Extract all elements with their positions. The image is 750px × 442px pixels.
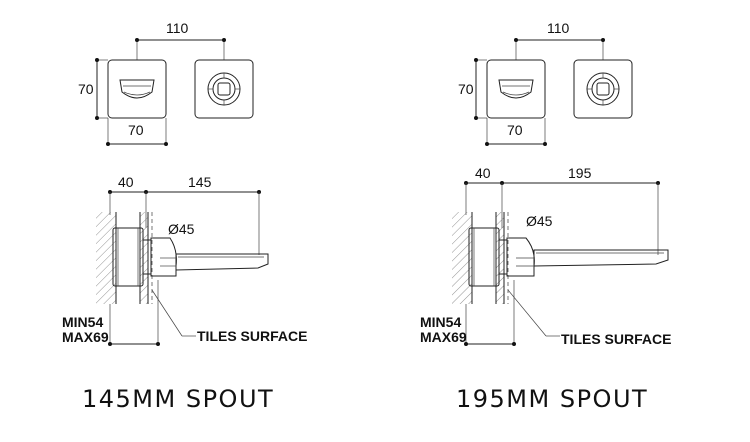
escutcheon — [150, 237, 177, 277]
dim-max: MAX69 — [62, 329, 109, 345]
drawing-145mm: 110 70 — [62, 20, 307, 413]
top-view-195: 110 70 70 — [458, 20, 633, 146]
caption-195: 195MM SPOUT — [456, 385, 648, 413]
dim-min: MIN54 — [62, 314, 103, 330]
spout-plate — [486, 59, 546, 119]
dim-wall-depth: 40 — [475, 165, 491, 181]
caption-145: 145MM SPOUT — [82, 385, 274, 413]
drawing-195mm: 110 70 70 — [420, 20, 671, 413]
mixer-body — [112, 227, 144, 287]
dim-plate-spacing: 110 — [166, 20, 189, 36]
label-tiles-surface: TILES SURFACE — [561, 331, 671, 347]
dim-wall-depth: 40 — [118, 174, 134, 190]
spout-outlet-icon — [498, 79, 534, 99]
spout-outlet-icon — [119, 79, 155, 99]
dim-plate-width: 70 — [128, 122, 144, 138]
dim-diameter: Ø45 — [526, 213, 553, 229]
spout-side — [533, 249, 669, 267]
dim-min: MIN54 — [420, 314, 461, 330]
dim-spout-length: 195 — [568, 165, 592, 181]
dim-plate-height: 70 — [78, 81, 94, 97]
wall-hatch — [96, 212, 116, 304]
spout-side — [175, 253, 269, 271]
side-view-195: 40 195 Ø45 MIN54 MAX69 — [420, 165, 671, 347]
dim-plate-height: 70 — [458, 81, 474, 97]
handle-plate — [573, 59, 633, 119]
dim-diameter: Ø45 — [168, 221, 195, 237]
dim-plate-spacing: 110 — [547, 20, 570, 36]
top-view-145: 110 70 — [78, 20, 254, 146]
dim-spout-length: 145 — [188, 174, 212, 190]
label-tiles-surface: TILES SURFACE — [197, 328, 307, 344]
wall-hatch — [452, 212, 472, 304]
dim-max: MAX69 — [420, 329, 467, 345]
spout-plate — [107, 59, 167, 119]
dim-plate-width: 70 — [507, 122, 523, 138]
mixer-body — [468, 227, 500, 287]
handle-plate — [194, 59, 254, 119]
side-view-145: 40 145 Ø45 — [62, 174, 307, 346]
escutcheon — [506, 237, 535, 277]
